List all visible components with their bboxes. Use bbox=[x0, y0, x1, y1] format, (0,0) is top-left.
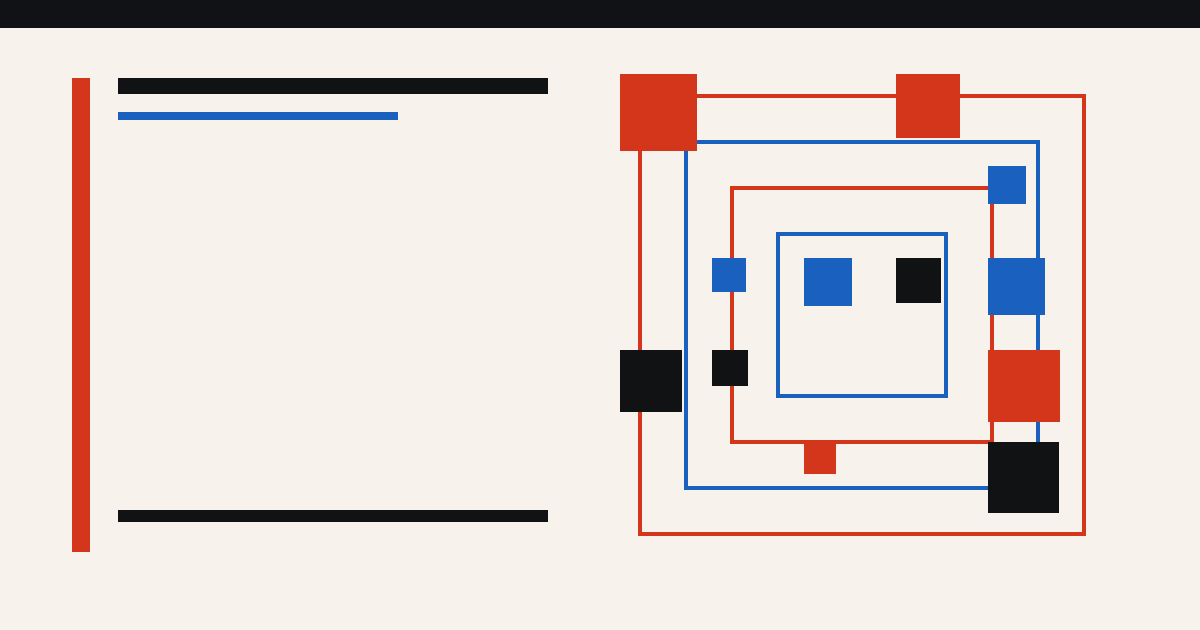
left-accent-bar bbox=[72, 78, 90, 552]
blue-square-left-small bbox=[712, 258, 746, 292]
top-bar bbox=[0, 0, 1200, 28]
blue-square-small-top-right bbox=[988, 166, 1026, 204]
blue-square-right bbox=[988, 258, 1045, 315]
red-square-top-left bbox=[620, 74, 697, 151]
blue-square-center bbox=[804, 258, 852, 306]
black-square-small-left bbox=[712, 350, 748, 386]
subtitle-placeholder-bar bbox=[118, 112, 398, 120]
footer-placeholder-bar bbox=[118, 510, 548, 522]
red-square-small-bottom bbox=[804, 442, 836, 474]
red-square-right bbox=[988, 350, 1060, 422]
title-placeholder-bar bbox=[118, 78, 548, 94]
red-square-top-middle bbox=[896, 74, 960, 138]
blue-frame-2 bbox=[684, 140, 1040, 490]
inner-blue-frame bbox=[776, 232, 948, 398]
black-square-left bbox=[620, 350, 682, 412]
red-frame-3 bbox=[730, 186, 994, 444]
black-square-bottom-right bbox=[988, 442, 1059, 513]
outer-red-frame bbox=[638, 94, 1086, 536]
artwork-canvas bbox=[0, 28, 1200, 630]
black-square-center bbox=[896, 258, 941, 303]
